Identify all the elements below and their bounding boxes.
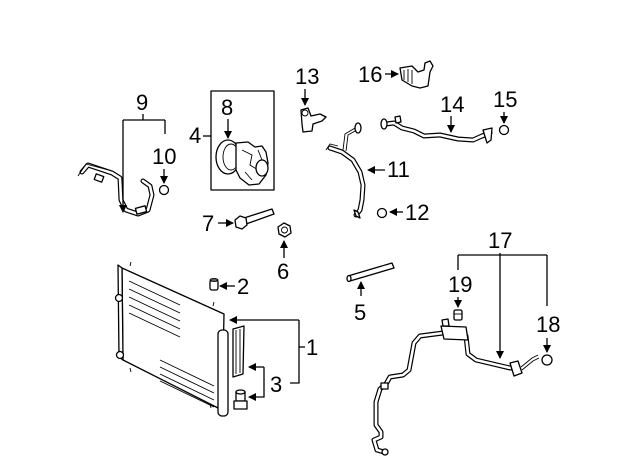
callout-4-label: 4: [189, 123, 201, 148]
callout-19: 19: [448, 272, 472, 308]
callout-7-label: 7: [202, 211, 214, 236]
callout-2-label: 2: [237, 274, 249, 299]
callout-16: 16: [358, 62, 399, 87]
o-ring-10[interactable]: [158, 184, 170, 196]
callout-10: 10: [152, 144, 176, 184]
callout-12: 12: [389, 200, 429, 225]
callout-6: 6: [277, 240, 289, 284]
callout-17: 17: [457, 228, 548, 359]
callout-4: 4: [189, 123, 211, 148]
callout-1-label: 1: [306, 335, 318, 360]
callout-6-label: 6: [277, 259, 289, 284]
callout-11-label: 11: [387, 157, 410, 182]
callout-5-label: 5: [354, 300, 366, 325]
tube-5[interactable]: [346, 262, 395, 283]
callout-7: 7: [202, 211, 234, 236]
callout-16-label: 16: [358, 62, 382, 87]
bracket-13[interactable]: [300, 107, 327, 133]
callout-14-label: 14: [440, 92, 464, 117]
callout-8-label: 8: [221, 95, 233, 120]
callout-3: 3: [248, 363, 282, 401]
drain-plug[interactable]: [233, 389, 248, 410]
callout-17-label: 17: [488, 228, 512, 253]
discharge-hose[interactable]: [325, 122, 366, 219]
callout-11: 11: [367, 157, 410, 182]
rear-line[interactable]: [371, 318, 540, 456]
callout-10-label: 10: [152, 144, 176, 169]
callout-9-label: 9: [136, 90, 148, 115]
callout-18: 18: [536, 312, 560, 353]
callout-2: 2: [219, 274, 249, 299]
callout-14: 14: [440, 92, 464, 133]
valve-19[interactable]: [453, 309, 463, 321]
dryer-element[interactable]: [232, 325, 245, 378]
o-ring-15[interactable]: [498, 124, 510, 136]
callout-15: 15: [493, 87, 517, 124]
condenser[interactable]: [114, 261, 229, 417]
o-ring-12[interactable]: [376, 207, 388, 219]
callout-5: 5: [354, 281, 366, 325]
callout-9: 9: [119, 90, 166, 213]
callout-19-label: 19: [448, 272, 472, 297]
bolt[interactable]: [234, 208, 275, 230]
callout-12-label: 12: [405, 200, 429, 225]
callout-3-label: 3: [270, 372, 282, 397]
nut[interactable]: [277, 222, 292, 238]
compressor[interactable]: [215, 139, 269, 186]
callout-1: 1: [229, 316, 318, 384]
callout-8: 8: [221, 95, 233, 139]
bracket-16[interactable]: [399, 60, 434, 89]
callout-13: 13: [295, 64, 319, 106]
callout-13-label: 13: [295, 64, 319, 89]
liquid-line[interactable]: [380, 115, 493, 144]
callout-18-label: 18: [536, 312, 560, 337]
callout-15-label: 15: [493, 87, 517, 112]
o-ring-18[interactable]: [541, 354, 553, 366]
suction-hose[interactable]: [77, 162, 155, 217]
cap[interactable]: [209, 277, 219, 291]
